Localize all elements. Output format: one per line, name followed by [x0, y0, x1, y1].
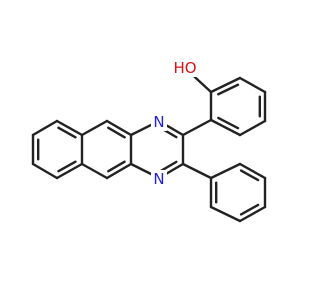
bond — [105, 119, 133, 137]
double-bond — [57, 126, 77, 139]
double-bond — [239, 203, 260, 216]
double-bond — [217, 83, 240, 96]
bond — [55, 162, 84, 180]
double-bond — [158, 160, 178, 173]
hydroxyl-label: HO — [173, 59, 196, 77]
nitrogen-atom-bottom: N — [151, 170, 167, 188]
bond — [209, 118, 242, 137]
nitrogen-top-label: N — [153, 113, 164, 131]
hydroxyl-atom: HO — [172, 58, 198, 77]
bond — [238, 76, 267, 94]
bond — [238, 119, 267, 137]
double-bond — [57, 160, 77, 173]
nitrogen-atom-top: N — [151, 113, 167, 131]
nitrogen-bottom-label: N — [153, 170, 164, 188]
bond — [181, 118, 213, 137]
bond — [238, 162, 267, 180]
bond — [55, 119, 84, 137]
bond — [31, 162, 59, 180]
bond — [181, 162, 213, 180]
bond — [209, 162, 242, 180]
bond-lines — [31, 66, 267, 223]
bond — [80, 119, 109, 137]
bond — [105, 162, 133, 180]
molecule-structure: HO N N — [31, 58, 267, 223]
double-bond — [217, 116, 240, 130]
bond — [209, 205, 242, 223]
double-bond — [107, 160, 126, 173]
double-bond — [239, 169, 260, 182]
bond — [31, 119, 59, 137]
bond — [80, 162, 109, 180]
double-bond — [107, 126, 126, 139]
bond — [238, 205, 267, 223]
bond — [209, 76, 242, 94]
